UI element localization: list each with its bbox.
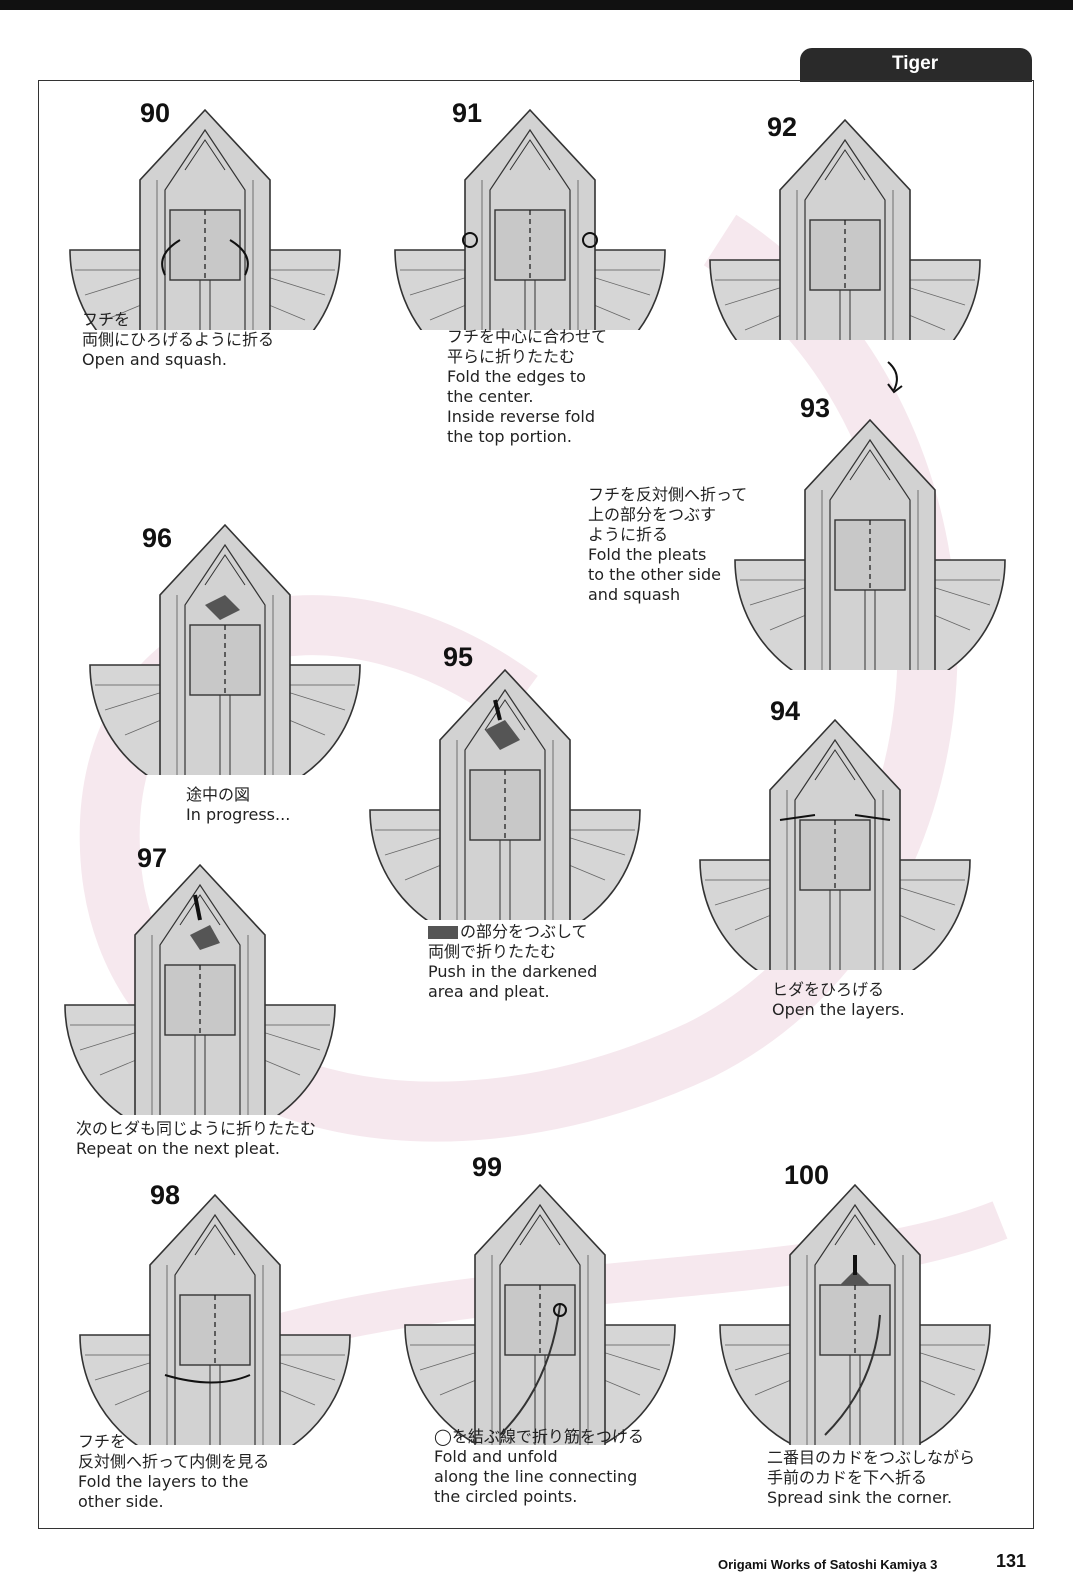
diagram-96 xyxy=(89,524,361,775)
step-number-91: 91 xyxy=(452,98,483,128)
book-title: Origami Works of Satoshi Kamiya 3 xyxy=(718,1557,938,1572)
caption-jp: の部分をつぶして xyxy=(460,922,588,941)
next-arrow-icon xyxy=(887,361,903,394)
caption-en: the circled points. xyxy=(434,1487,578,1506)
caption-94: ヒダをひろげる Open the layers. xyxy=(772,980,905,1020)
caption-jp: フチを反対側へ折って xyxy=(588,485,748,504)
caption-jp: 次のヒダも同じように折りたたむ xyxy=(76,1119,317,1138)
caption-en: and squash xyxy=(588,585,681,604)
caption-91: フチを中心に合わせて 平らに折りたたむ Fold the edges to th… xyxy=(447,327,607,447)
caption-en: Fold the layers to the xyxy=(78,1472,249,1491)
caption-jp: 手前のカドを下へ折る xyxy=(767,1468,928,1487)
caption-97: 次のヒダも同じように折りたたむ Repeat on the next pleat… xyxy=(76,1119,316,1159)
caption-96: 途中の図 In progress... xyxy=(186,785,290,825)
step-number-95: 95 xyxy=(443,642,474,672)
caption-en: Inside reverse fold xyxy=(447,407,595,426)
caption-en: Repeat on the next pleat. xyxy=(76,1139,280,1158)
caption-99: ◯を結ぶ線で折り筋をつける Fold and unfold along the … xyxy=(434,1427,644,1507)
caption-jp: フチを中心に合わせて xyxy=(447,327,608,346)
diagram-90 xyxy=(69,109,341,330)
caption-98: フチを 反対側へ折って内側を見る Fold the layers to the … xyxy=(78,1432,269,1512)
caption-90: フチを 両側にひろげるように折る Open and squash. xyxy=(82,310,274,370)
caption-jp: ヒダをひろげる xyxy=(772,980,885,999)
diagram-100 xyxy=(719,1184,991,1445)
diagram-94 xyxy=(699,719,971,970)
step-number-96: 96 xyxy=(142,523,173,553)
page-number: 131 xyxy=(996,1551,1027,1571)
step-number-93: 93 xyxy=(800,393,831,423)
caption-en: Open and squash. xyxy=(82,350,228,369)
caption-en: the center. xyxy=(447,387,534,406)
caption-jp: フチを xyxy=(78,1432,127,1451)
diagram-91 xyxy=(394,109,666,330)
caption-jp: 二番目のカドをつぶしながら xyxy=(767,1448,976,1467)
step-number-100: 100 xyxy=(784,1160,830,1190)
chapter-tab-label: Tiger xyxy=(892,53,939,74)
step-number-94: 94 xyxy=(770,696,801,726)
caption-95: の部分をつぶして 両側で折りたたむ Push in the darkened a… xyxy=(428,922,597,1002)
caption-100: 二番目のカドをつぶしながら 手前のカドを下へ折る Spread sink the… xyxy=(767,1448,975,1508)
caption-en: the top portion. xyxy=(447,427,572,446)
caption-jp: 反対側へ折って内側を見る xyxy=(78,1452,270,1471)
step-number-92: 92 xyxy=(767,112,798,142)
caption-jp: 両側にひろげるように折る xyxy=(82,330,275,349)
caption-en: area and pleat. xyxy=(428,982,550,1001)
diagram-98 xyxy=(79,1194,351,1445)
chapter-tab: Tiger xyxy=(800,48,1032,82)
step-number-97: 97 xyxy=(137,843,168,873)
top-black-bar xyxy=(0,0,1073,10)
diagram-97 xyxy=(64,864,336,1115)
caption-en: In progress... xyxy=(186,805,291,824)
caption-en: along the line connecting xyxy=(434,1467,638,1486)
caption-jp: ように折る xyxy=(588,525,669,544)
caption-en: Push in the darkened xyxy=(428,962,598,981)
caption-en: to the other side xyxy=(588,565,721,584)
caption-93: フチを反対側へ折って 上の部分をつぶす ように折る Fold the pleat… xyxy=(588,485,747,605)
darkened-area-swatch xyxy=(428,926,458,939)
diagram-95 xyxy=(369,669,641,920)
page-frame xyxy=(38,80,1034,1529)
caption-en: other side. xyxy=(78,1492,164,1511)
caption-jp: フチを xyxy=(82,310,131,329)
diagram-99 xyxy=(404,1184,676,1445)
step-number-98: 98 xyxy=(150,1180,181,1210)
step-number-90: 90 xyxy=(140,98,171,128)
caption-jp: 上の部分をつぶす xyxy=(588,505,717,524)
caption-jp: 平らに折りたたむ xyxy=(447,347,576,366)
caption-en: Fold the pleats xyxy=(588,545,707,564)
caption-jp: 両側で折りたたむ xyxy=(428,942,557,961)
caption-en: Fold and unfold xyxy=(434,1447,558,1466)
diagram-92 xyxy=(709,119,981,340)
step-number-99: 99 xyxy=(472,1152,503,1182)
diagram-93 xyxy=(734,419,1006,670)
caption-jp: 途中の図 xyxy=(186,785,251,804)
caption-en: Fold the edges to xyxy=(447,367,586,386)
caption-en: Open the layers. xyxy=(772,1000,905,1019)
caption-jp: ◯を結ぶ線で折り筋をつける xyxy=(434,1427,644,1446)
caption-en: Spread sink the corner. xyxy=(767,1488,953,1507)
